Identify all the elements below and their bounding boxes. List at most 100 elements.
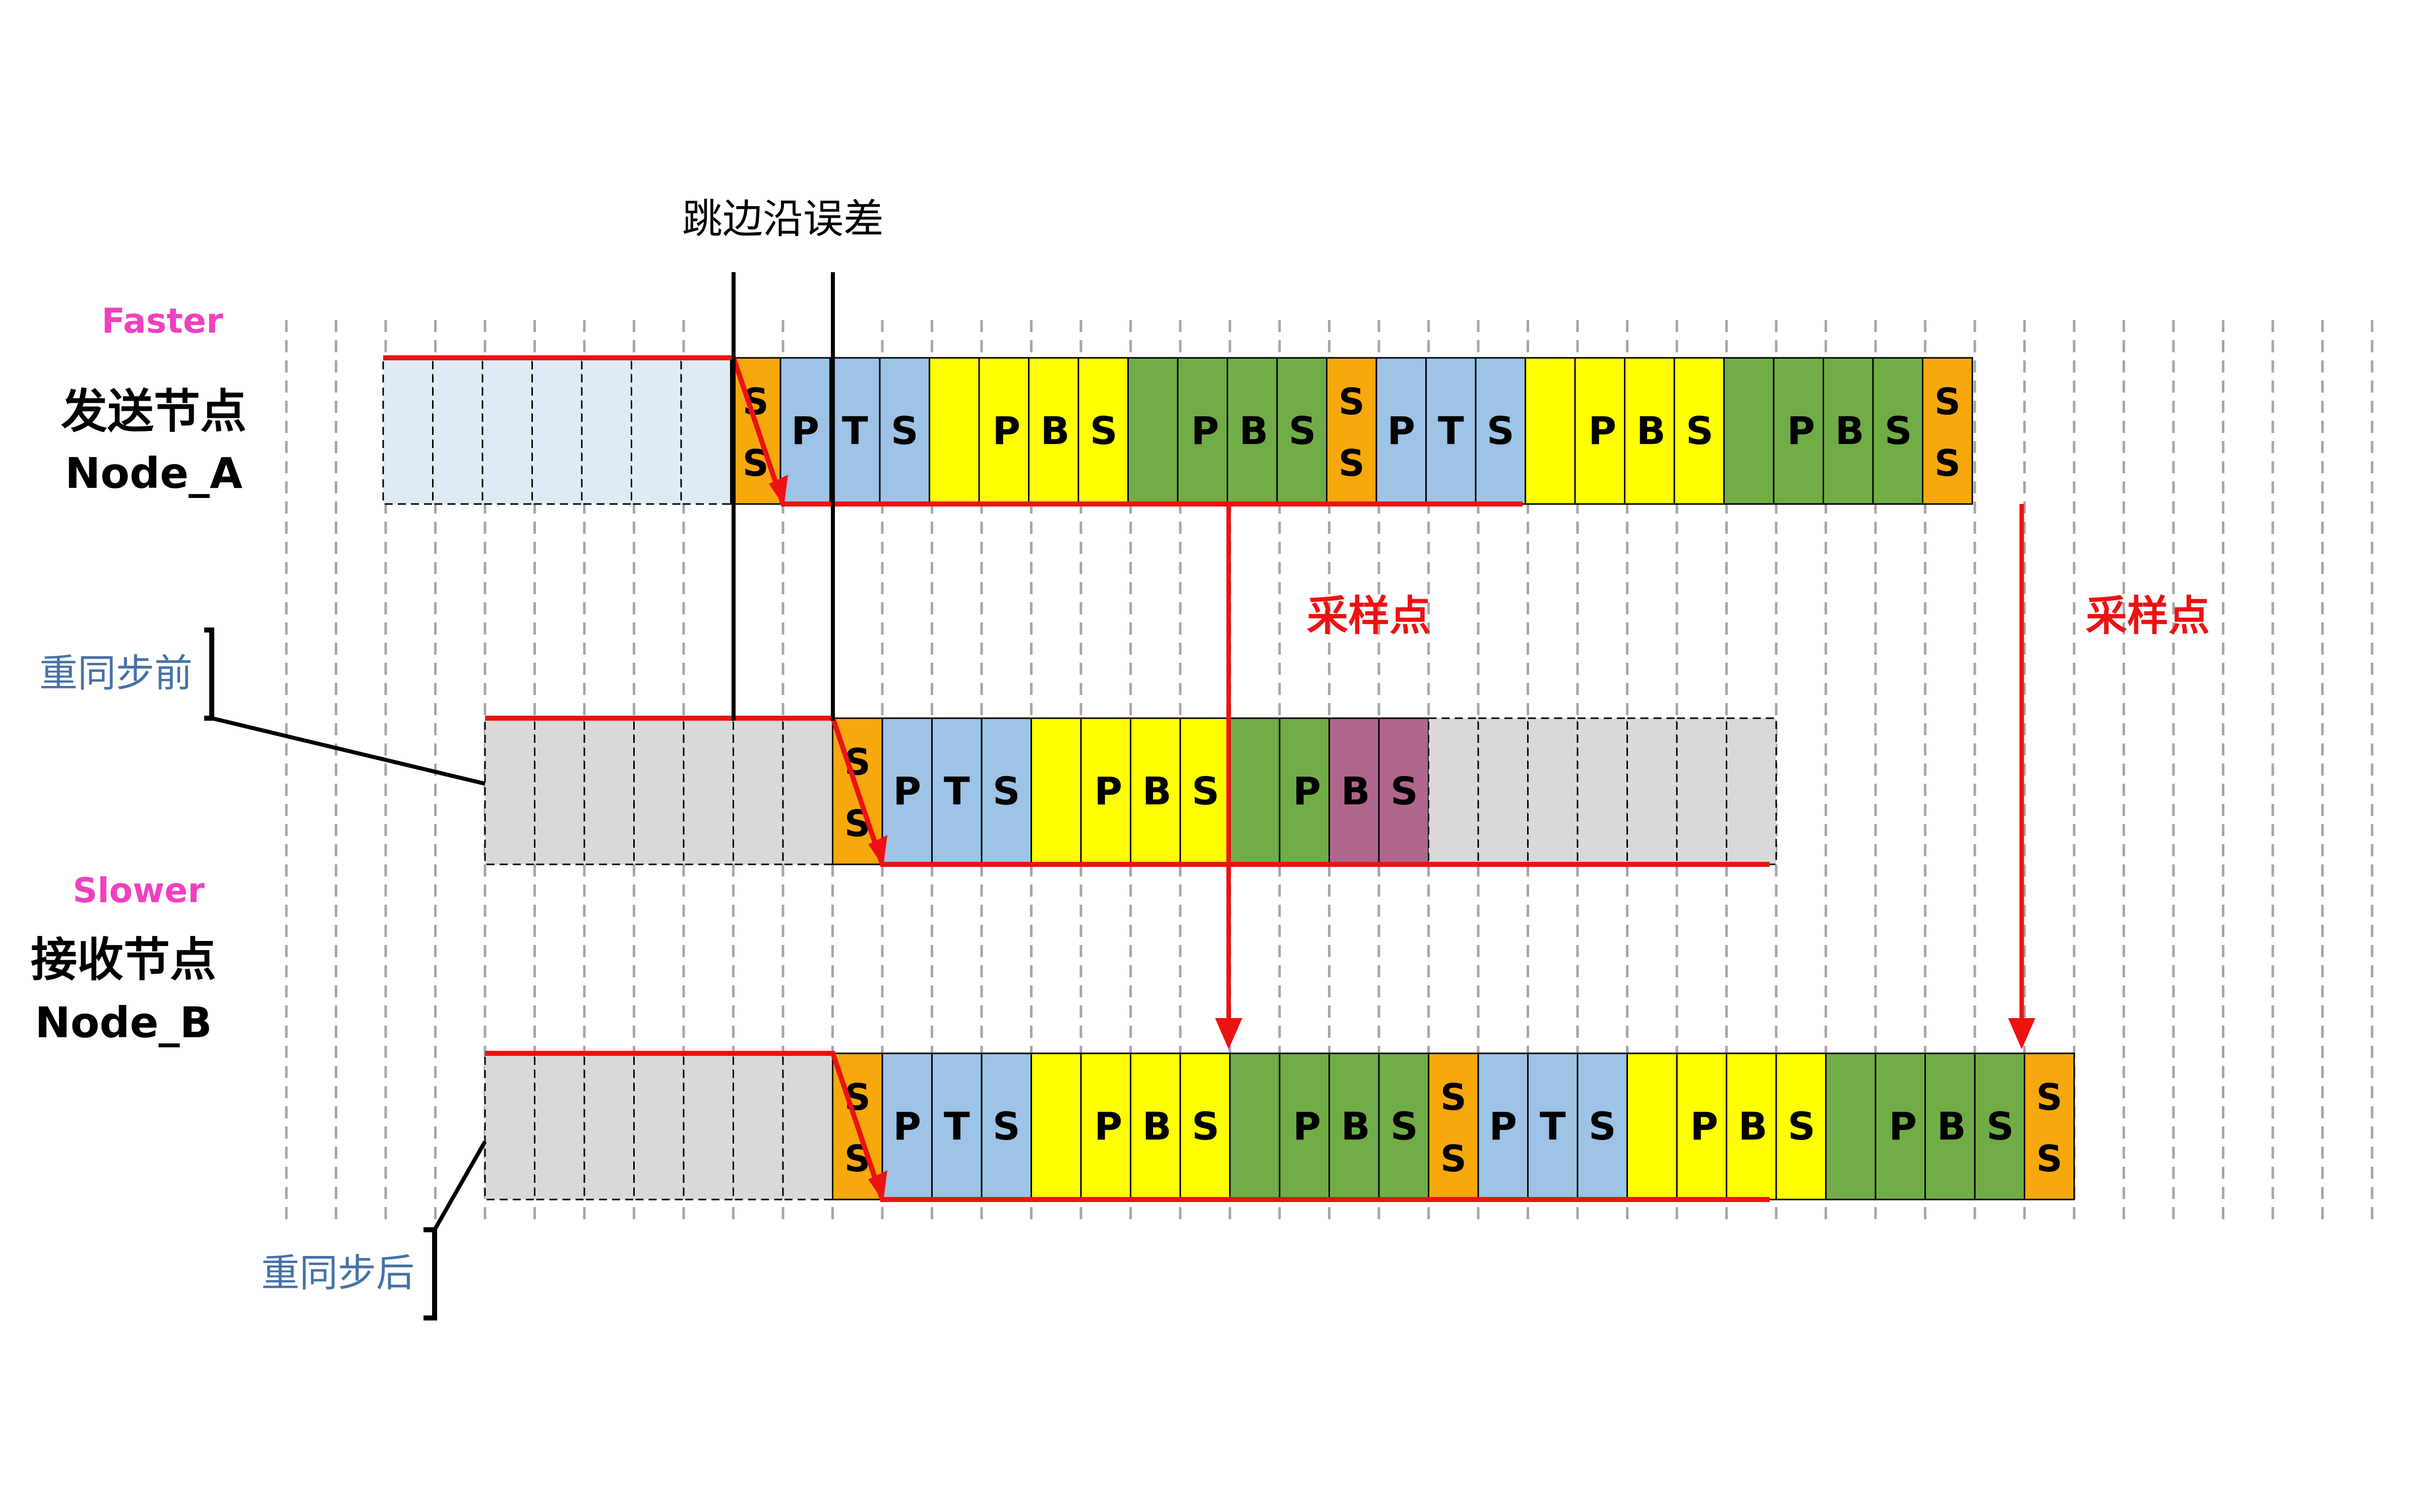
phase2-segment-label: B bbox=[1239, 408, 1268, 453]
prop-segment-quantum bbox=[829, 357, 881, 505]
sync-segment bbox=[1326, 357, 1377, 505]
edge-signal-a bbox=[383, 355, 1523, 507]
prop-segment-label: T bbox=[944, 769, 970, 813]
sync-segment bbox=[1922, 357, 1973, 505]
phase2-segment-label: P bbox=[1293, 1104, 1321, 1149]
idle-quantum bbox=[382, 357, 434, 505]
idle-quantum bbox=[1726, 717, 1777, 865]
after-resync-label: 重同步后 bbox=[261, 1250, 414, 1295]
phase2-segment-label: P bbox=[1889, 1104, 1917, 1149]
idle-quantum bbox=[1477, 717, 1529, 865]
prop-segment-label: P bbox=[1489, 1104, 1517, 1149]
node-a-row: SSPTSPBS1PBS2SSPTSPBS1PBS2SS bbox=[382, 357, 1973, 505]
phase1-segment-quantum bbox=[929, 357, 980, 505]
sync-segment-label: S bbox=[1339, 442, 1365, 484]
idle-quantum bbox=[680, 357, 732, 505]
prop-segment-label: T bbox=[944, 1104, 970, 1149]
idle-quantum bbox=[633, 1052, 685, 1201]
phase2-segment-quantum bbox=[1227, 357, 1278, 505]
phase2-segment-quantum bbox=[1723, 357, 1775, 505]
phase1-segment-label: S bbox=[1192, 769, 1220, 813]
sample-point-label-1: 采样点 bbox=[1307, 592, 1431, 640]
idle-quantum bbox=[733, 717, 784, 865]
sample-arrowhead-2 bbox=[2008, 1018, 2035, 1049]
phase1-segment-quantum bbox=[1031, 1052, 1082, 1201]
phase1-segment-label: B bbox=[1142, 769, 1172, 813]
phase2-segment-quantum bbox=[1773, 357, 1824, 505]
idle-quantum bbox=[733, 1052, 784, 1201]
phase2-segment-label: P bbox=[1787, 408, 1815, 453]
jump-error-markers bbox=[732, 272, 835, 721]
phase2-segment-quantum bbox=[1924, 1052, 1976, 1201]
phase2-segment-label: B bbox=[1937, 1104, 1966, 1149]
sample-point-arrows bbox=[1215, 504, 2035, 1049]
jump-error-label: 跳边沿误差 bbox=[682, 196, 884, 242]
phase2-segment-quantum bbox=[1328, 1052, 1380, 1201]
phase2-segment-quantum bbox=[1229, 717, 1281, 865]
idle-quantum bbox=[484, 1052, 535, 1201]
phase2-segment-label: P bbox=[1293, 769, 1321, 813]
prop-segment-quantum bbox=[1527, 1052, 1579, 1201]
prop-segment-quantum bbox=[1477, 1052, 1529, 1201]
phase1-segment-quantum bbox=[1525, 357, 1576, 505]
phase1-segment-label: S bbox=[1090, 408, 1118, 453]
sample-point-label-2: 采样点 bbox=[2086, 592, 2210, 640]
idle-quantum bbox=[1626, 717, 1678, 865]
prop-segment-label: S bbox=[891, 408, 919, 453]
edge-signals bbox=[383, 355, 1770, 1202]
idle-quantum bbox=[782, 717, 833, 865]
node-b-after-row: SSPTSPBS1PBS2SSPTSPBS1PBS2SS bbox=[484, 1052, 2075, 1201]
phase2-segment-quantum bbox=[1229, 1052, 1281, 1201]
phase2-segment-quantum bbox=[1825, 1052, 1877, 1201]
phase1-segment-label: P bbox=[1690, 1104, 1718, 1149]
prop-segment-quantum bbox=[881, 717, 933, 865]
prop-segment-label: P bbox=[893, 1104, 921, 1149]
prop-segment-label: S bbox=[1487, 408, 1515, 453]
prop-segment-quantum bbox=[881, 1052, 933, 1201]
phase1-segment-label: B bbox=[1041, 408, 1070, 453]
prop-segment-label: S bbox=[993, 1104, 1020, 1149]
phase1-segment-label: S bbox=[1192, 1104, 1220, 1149]
sample-arrowhead-1 bbox=[1215, 1018, 1242, 1049]
edge-arrowhead bbox=[769, 475, 788, 506]
phase2-segment-label: S bbox=[1289, 408, 1316, 453]
phase2-segment-quantum bbox=[1872, 357, 1923, 505]
phase2-segment-label: B bbox=[1341, 769, 1370, 813]
sync-segment-label: S bbox=[1339, 381, 1365, 423]
phase1-segment-label: S bbox=[1788, 1104, 1816, 1149]
send-node-label-en: Node_A bbox=[65, 449, 243, 498]
node-b-before-row: SSPTSPBS1PBS2 bbox=[484, 717, 1777, 865]
phase2-segment-quantum bbox=[1276, 357, 1327, 505]
slower-label: Slower bbox=[73, 871, 205, 911]
prop-segment-label: P bbox=[791, 408, 819, 453]
sync-segment bbox=[2024, 1052, 2075, 1201]
prop-segment-label: S bbox=[993, 769, 1020, 813]
prop-segment-label: P bbox=[893, 769, 921, 813]
phase1-segment-label: P bbox=[1094, 769, 1122, 813]
sync-segment-label: S bbox=[1934, 442, 1961, 484]
idle-quantum bbox=[631, 357, 682, 505]
send-node-label-cn: 发送节点 bbox=[61, 385, 247, 438]
idle-quantum bbox=[683, 1052, 734, 1201]
phase1-segment-quantum bbox=[1031, 717, 1082, 865]
phase2-segment-label: S bbox=[1390, 1104, 1418, 1149]
idle-quantum bbox=[782, 1052, 833, 1201]
sync-segment-label: S bbox=[1440, 1138, 1467, 1180]
idle-quantum bbox=[1428, 717, 1479, 865]
phase2-segment-label: B bbox=[1341, 1104, 1370, 1149]
idle-quantum bbox=[633, 717, 685, 865]
idle-quantum bbox=[583, 1052, 635, 1201]
prop-segment-label: P bbox=[1387, 408, 1415, 453]
phase2-segment-label: S bbox=[1986, 1104, 2014, 1149]
prop-segment-quantum bbox=[931, 1052, 983, 1201]
idle-quantum bbox=[531, 357, 583, 505]
phase1-segment-quantum bbox=[1130, 1052, 1181, 1201]
sync-segment-label: S bbox=[1934, 381, 1961, 423]
idle-quantum bbox=[481, 357, 533, 505]
phase1-segment-quantum bbox=[1726, 1052, 1777, 1201]
edge-arrowhead bbox=[868, 1170, 887, 1202]
idle-quantum bbox=[583, 717, 635, 865]
recv-node-label-cn: 接收节点 bbox=[31, 933, 216, 987]
phase1-segment-quantum bbox=[1775, 1052, 1827, 1201]
before-resync-label: 重同步前 bbox=[39, 651, 193, 696]
